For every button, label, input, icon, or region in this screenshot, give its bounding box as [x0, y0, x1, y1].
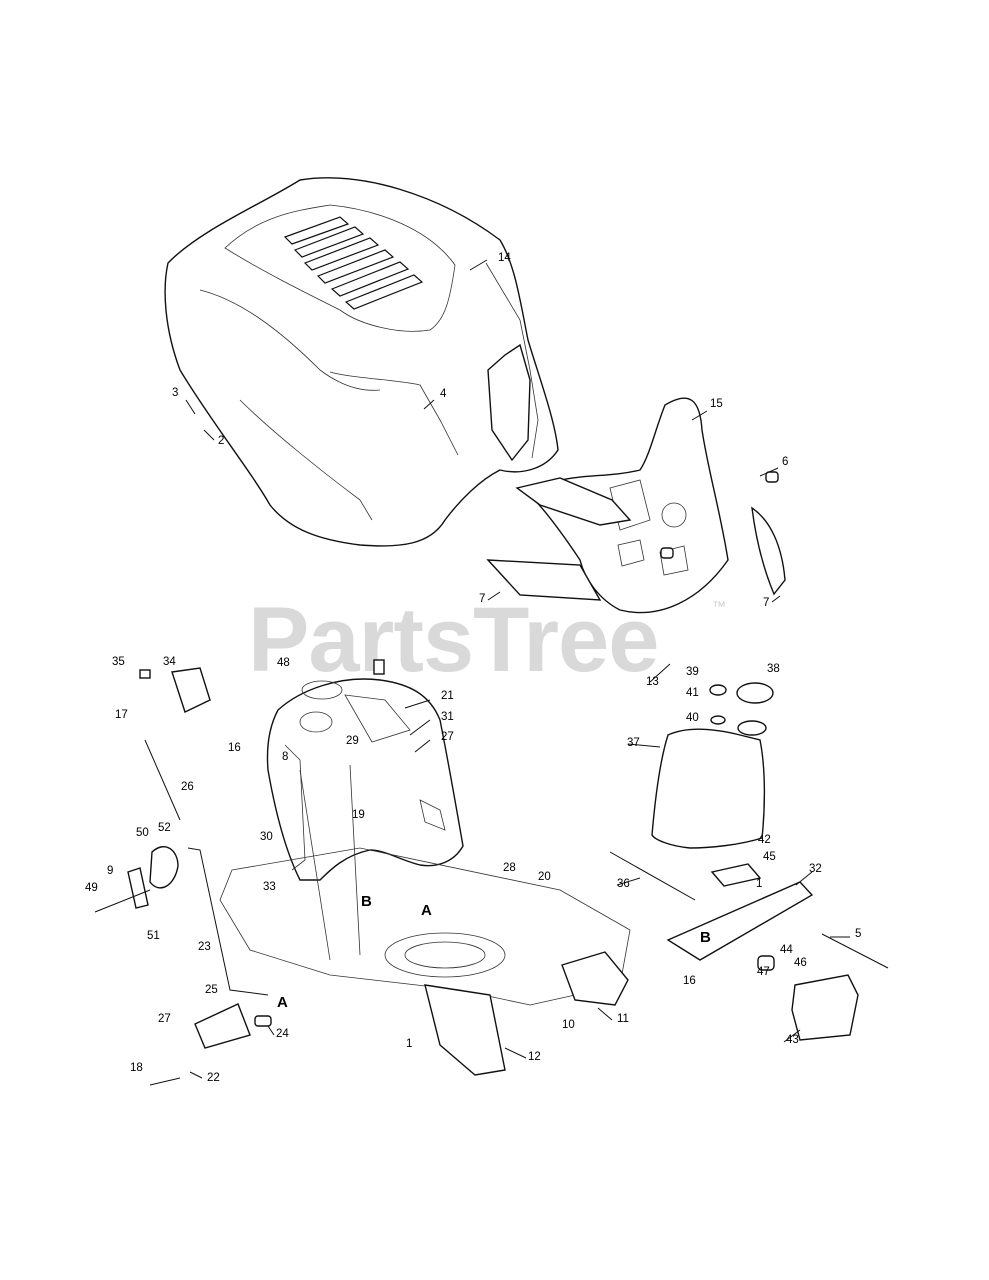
part-callout: 29	[346, 735, 359, 747]
part-callout: 18	[130, 1062, 143, 1074]
part-callout: 39	[686, 666, 699, 678]
part-callout: 8	[282, 751, 288, 763]
trademark-symbol: ™	[712, 598, 726, 614]
left-components-drawing	[94, 667, 272, 1086]
part-callout: 44	[780, 944, 793, 956]
part-callout: 41	[686, 687, 699, 699]
part-callout: 23	[198, 941, 211, 953]
part-callout: 46	[794, 957, 807, 969]
part-callout: 30	[260, 831, 273, 843]
leader-lines	[185, 259, 850, 1079]
fuel-tank-drawing	[609, 682, 889, 969]
part-callout: 48	[277, 657, 290, 669]
reference-marks: B A A B	[277, 893, 711, 1011]
part-callout: 2	[218, 435, 224, 447]
reference-mark: B	[361, 893, 372, 910]
part-callout: 10	[562, 1019, 575, 1031]
part-callout: 25	[205, 984, 218, 996]
watermark-text: PartsTree	[248, 589, 659, 691]
reference-mark: B	[700, 929, 711, 946]
part-callout: 45	[763, 851, 776, 863]
battery-drawing	[757, 955, 859, 1041]
part-callout: 21	[441, 690, 454, 702]
reference-mark: A	[421, 902, 432, 919]
part-callout: 11	[617, 1013, 629, 1025]
part-callout: 36	[617, 878, 630, 890]
part-callout: 20	[538, 871, 551, 883]
part-callout: 5	[855, 928, 861, 940]
part-callout: 6	[782, 456, 788, 468]
part-callout: 17	[115, 709, 128, 721]
part-callout: 49	[85, 882, 98, 894]
part-callout: 47	[757, 966, 770, 978]
part-callout: 13	[646, 676, 659, 688]
watermark: PartsTree	[248, 588, 659, 693]
part-callout: 1	[406, 1038, 412, 1050]
part-callout: 42	[758, 834, 771, 846]
part-callout: 27	[158, 1013, 171, 1025]
part-callout: 35	[112, 656, 125, 668]
part-callout: 22	[207, 1072, 220, 1084]
part-callout: 24	[276, 1028, 289, 1040]
hood-vent-slots	[283, 216, 424, 310]
part-callout: 1	[756, 878, 762, 890]
part-callout: 28	[503, 862, 516, 874]
part-callout: 43	[786, 1034, 799, 1046]
part-callout: 31	[441, 711, 454, 723]
part-callout: 16	[228, 742, 241, 754]
part-callout: 4	[440, 388, 447, 400]
hood-drawing	[164, 177, 559, 547]
part-callout: 19	[352, 809, 365, 821]
dash-frame-drawing	[266, 659, 464, 961]
part-callout: 7	[479, 593, 485, 605]
part-callout: 12	[528, 1051, 541, 1063]
part-callout: 32	[809, 863, 822, 875]
part-callout: 9	[107, 865, 113, 877]
part-callout: 33	[263, 881, 276, 893]
part-callout: 15	[710, 398, 723, 410]
part-callout: 27	[441, 731, 454, 743]
grille-drawing	[486, 397, 786, 614]
part-callout: 50	[136, 827, 149, 839]
part-callout: 51	[147, 930, 160, 942]
part-callout: 38	[767, 663, 780, 675]
part-callout: 52	[158, 822, 171, 834]
part-callout: 16	[683, 975, 696, 987]
part-callout: 37	[627, 737, 640, 749]
part-callout: 26	[181, 781, 194, 793]
part-callout: 7	[763, 597, 769, 609]
reference-mark: A	[277, 994, 288, 1011]
part-callout: 34	[163, 656, 176, 668]
chassis-drawing	[194, 847, 631, 1076]
part-callout: 3	[172, 387, 178, 399]
part-callout: 40	[686, 712, 699, 724]
part-callout: 14	[498, 252, 511, 264]
